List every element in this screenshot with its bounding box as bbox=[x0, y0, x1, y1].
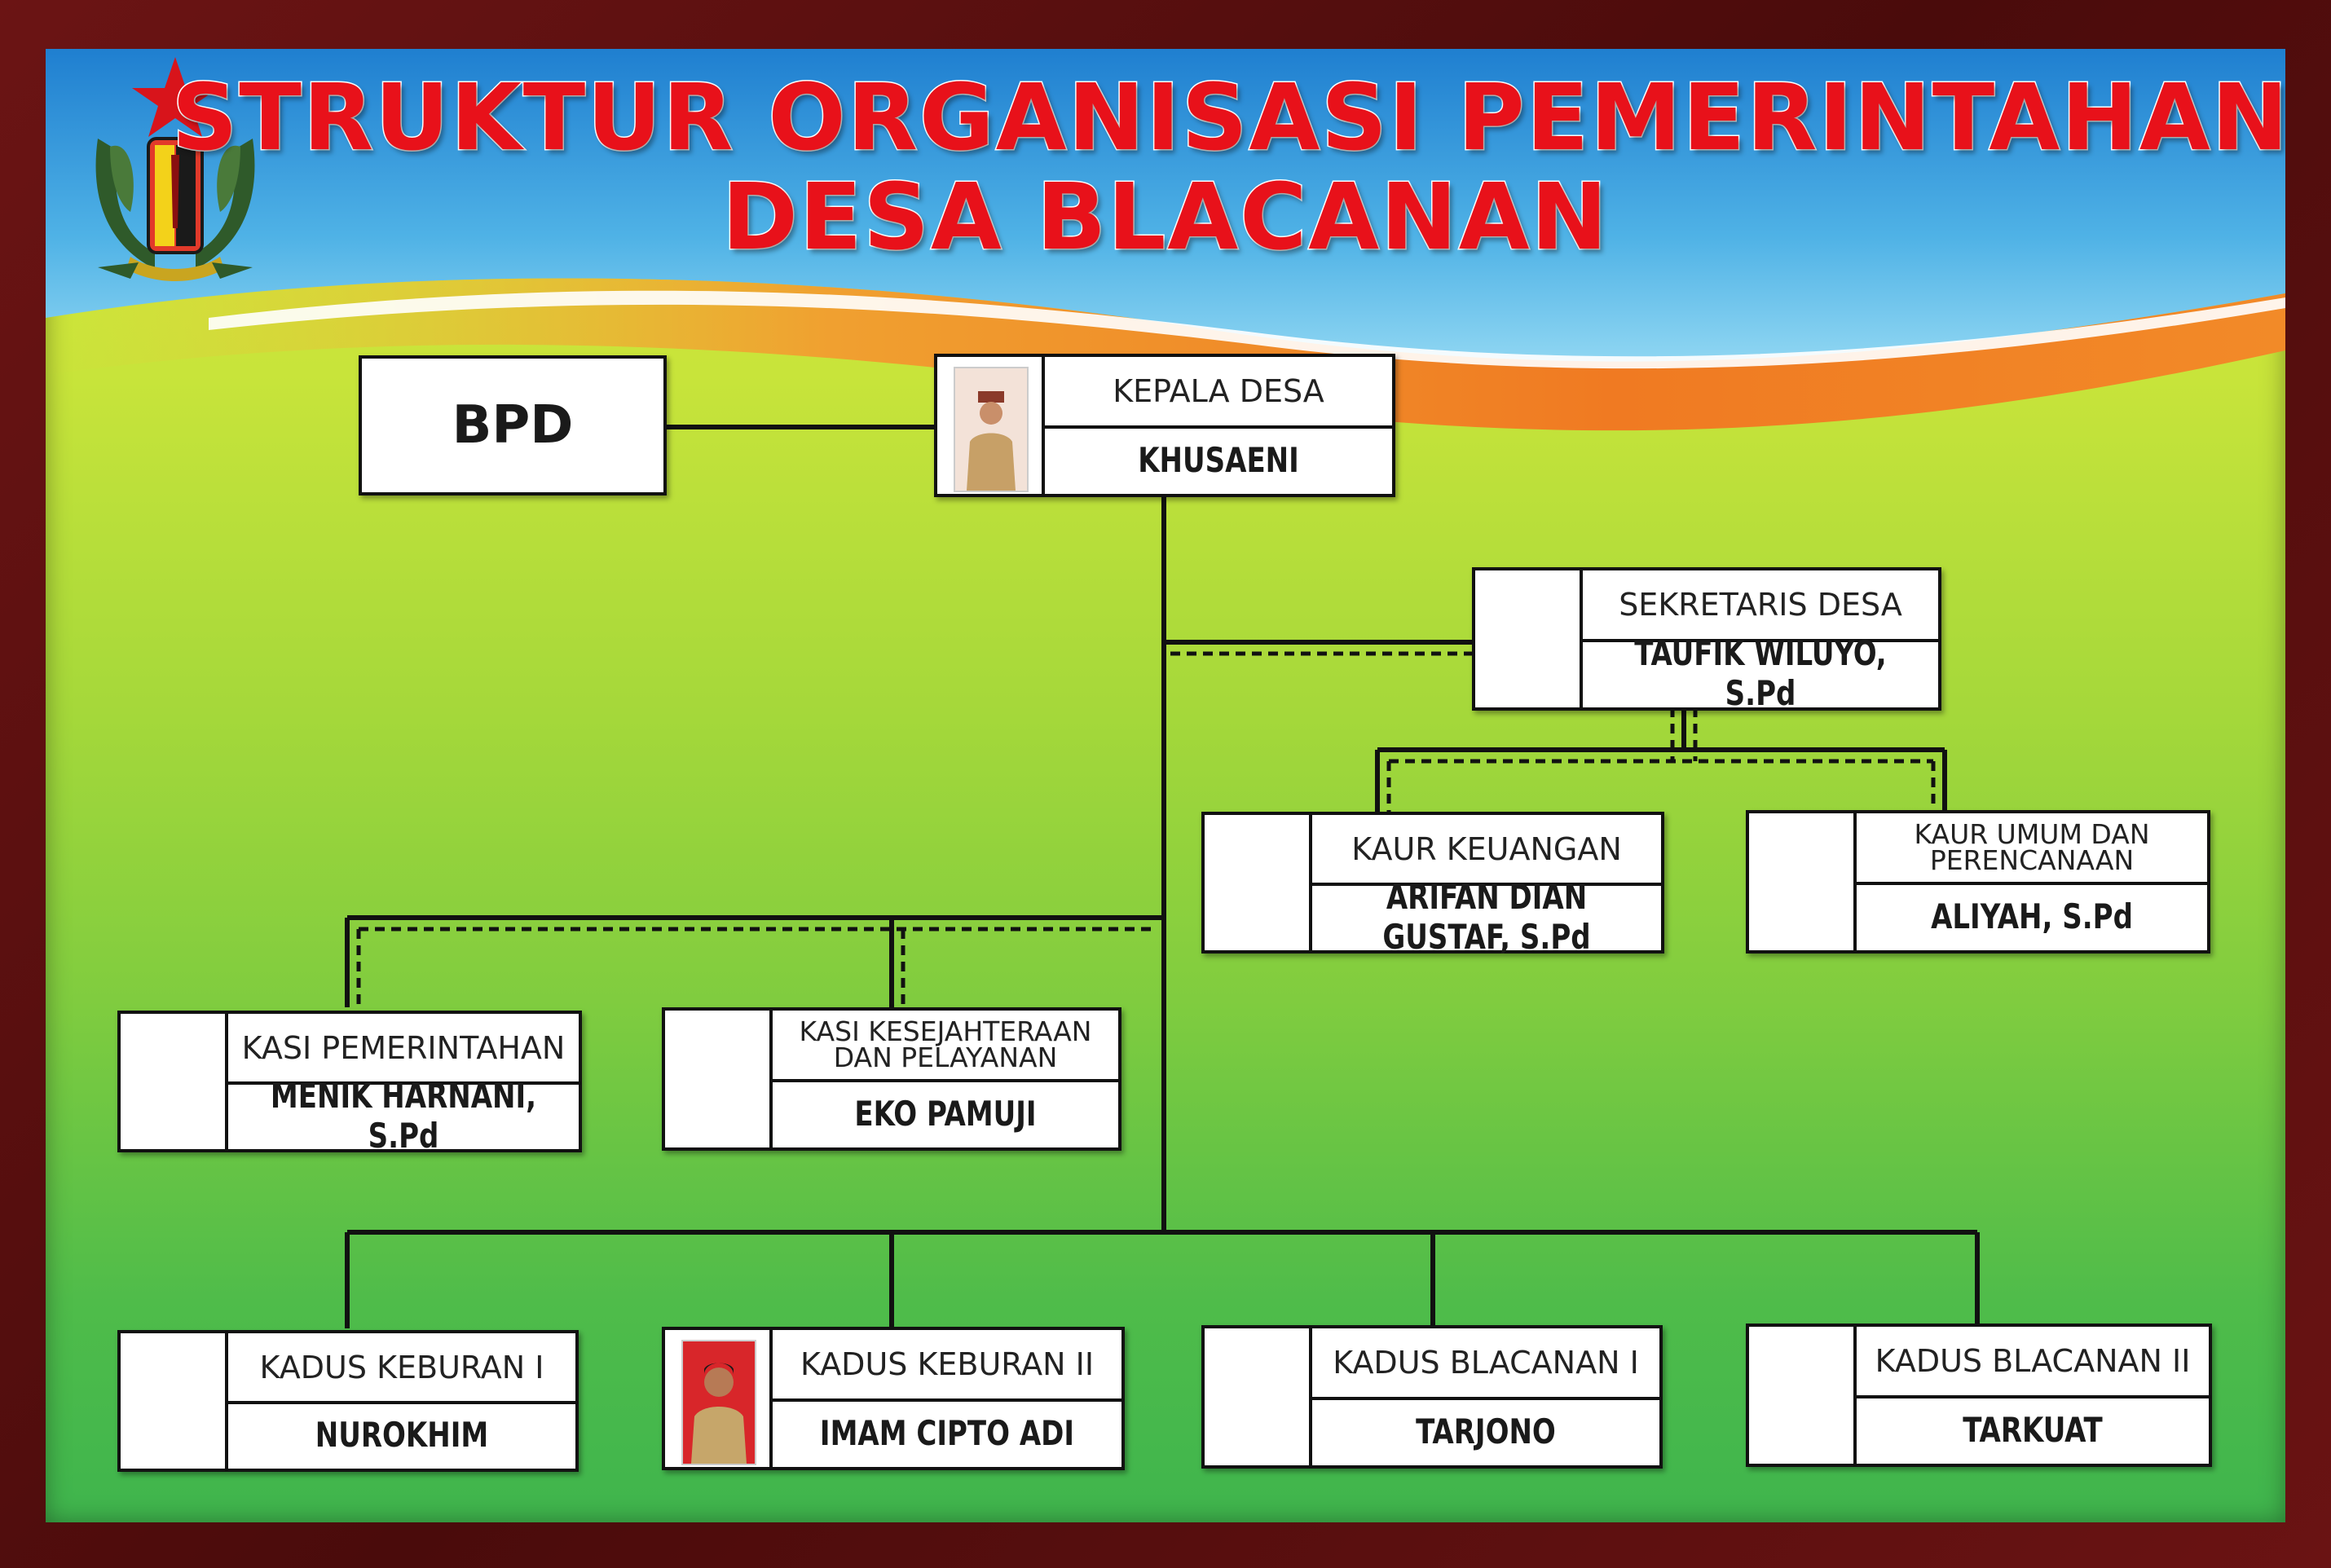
kadus-blacanan-1-box: KADUS BLACANAN I TARJONO bbox=[1201, 1325, 1663, 1469]
kadus-keburan-1-role: KADUS KEBURAN I bbox=[228, 1333, 575, 1404]
poster-board: STRUKTUR ORGANISASI PEMERINTAHAN DESA BL… bbox=[46, 49, 2285, 1522]
kaur-keuangan-name: ARIFAN DIAN GUSTAF, S.Pd bbox=[1382, 876, 1591, 957]
kasi-kesejahteraan-role: KASI KESEJAHTERAAN DAN PELAYANAN bbox=[773, 1011, 1118, 1082]
kepala-desa-box: KEPALA DESA KHUSAENI bbox=[934, 354, 1395, 497]
kasi-pemerintahan-role: KASI PEMERINTAHAN bbox=[228, 1014, 579, 1085]
title-line-2: DESA BLACANAN bbox=[720, 164, 1610, 272]
kaur-keuangan-role: KAUR KEUANGAN bbox=[1312, 815, 1661, 886]
kadus-keburan-1-photo-slot bbox=[121, 1333, 228, 1469]
kasi-kesejahteraan-name: EKO PAMUJI bbox=[854, 1093, 1037, 1134]
kasi-kesejahteraan-photo-slot bbox=[665, 1011, 773, 1147]
kadus-blacanan-2-role: KADUS BLACANAN II bbox=[1857, 1327, 2209, 1398]
kadus-blacanan-1-role: KADUS BLACANAN I bbox=[1312, 1328, 1659, 1400]
sekretaris-desa-box: SEKRETARIS DESA TAUFIK WILUYO, S.Pd bbox=[1472, 567, 1941, 713]
sekretaris-role: SEKRETARIS DESA bbox=[1583, 570, 1938, 642]
kasi-pemerintahan-name: MENIK HARNANI, S.Pd bbox=[270, 1075, 537, 1156]
kadus-keburan-2-name: IMAM CIPTO ADI bbox=[819, 1412, 1075, 1453]
bpd-label: BPD bbox=[452, 395, 574, 456]
kaur-umum-name: ALIYAH, S.Pd bbox=[1931, 896, 2133, 936]
kaur-keuangan-box: KAUR KEUANGAN ARIFAN DIAN GUSTAF, S.Pd bbox=[1201, 812, 1664, 957]
kasi-pemerintahan-photo-slot bbox=[121, 1014, 228, 1149]
kadus-blacanan-2-box: KADUS BLACANAN II TARKUAT bbox=[1746, 1324, 2212, 1467]
kadus-blacanan-1-name: TARJONO bbox=[1416, 1411, 1556, 1451]
person-portrait-icon bbox=[954, 367, 1029, 492]
person-portrait-icon bbox=[681, 1340, 756, 1465]
kadus-keburan-1-box: KADUS KEBURAN I NUROKHIM bbox=[117, 1330, 579, 1472]
kasi-pemerintahan-box: KASI PEMERINTAHAN MENIK HARNANI, S.Pd bbox=[117, 1011, 582, 1156]
district-emblem-icon bbox=[95, 57, 255, 281]
org-connectors bbox=[345, 425, 1980, 1328]
kaur-keuangan-photo-slot bbox=[1205, 815, 1312, 950]
kepala-desa-name: KHUSAENI bbox=[1138, 439, 1299, 480]
title-line-1: STRUKTUR ORGANISASI PEMERINTAHAN bbox=[170, 64, 2285, 173]
kasi-kesejahteraan-box: KASI KESEJAHTERAAN DAN PELAYANAN EKO PAM… bbox=[662, 1007, 1121, 1151]
kadus-blacanan-1-photo-slot bbox=[1205, 1328, 1312, 1465]
kadus-blacanan-2-photo-slot bbox=[1749, 1327, 1857, 1464]
kadus-keburan-1-name: NUROKHIM bbox=[315, 1415, 489, 1455]
kaur-umum-box: KAUR UMUM DAN PERENCANAAN ALIYAH, S.Pd bbox=[1746, 810, 2210, 954]
sekretaris-name: TAUFIK WILUYO, S.Pd bbox=[1634, 633, 1887, 713]
kaur-umum-photo-slot bbox=[1749, 813, 1857, 950]
kepala-desa-role: KEPALA DESA bbox=[1045, 357, 1392, 429]
sekretaris-photo-slot bbox=[1475, 570, 1583, 707]
kadus-keburan-2-box: KADUS KEBURAN II IMAM CIPTO ADI bbox=[662, 1327, 1125, 1470]
kaur-umum-role: KAUR UMUM DAN PERENCANAAN bbox=[1857, 813, 2207, 885]
kadus-blacanan-2-name: TARKUAT bbox=[1963, 1409, 2103, 1450]
kadus-keburan-2-photo-slot bbox=[665, 1330, 773, 1467]
bpd-box: BPD bbox=[359, 355, 667, 496]
kadus-keburan-2-role: KADUS KEBURAN II bbox=[773, 1330, 1121, 1402]
kepala-desa-photo-slot bbox=[937, 357, 1045, 494]
